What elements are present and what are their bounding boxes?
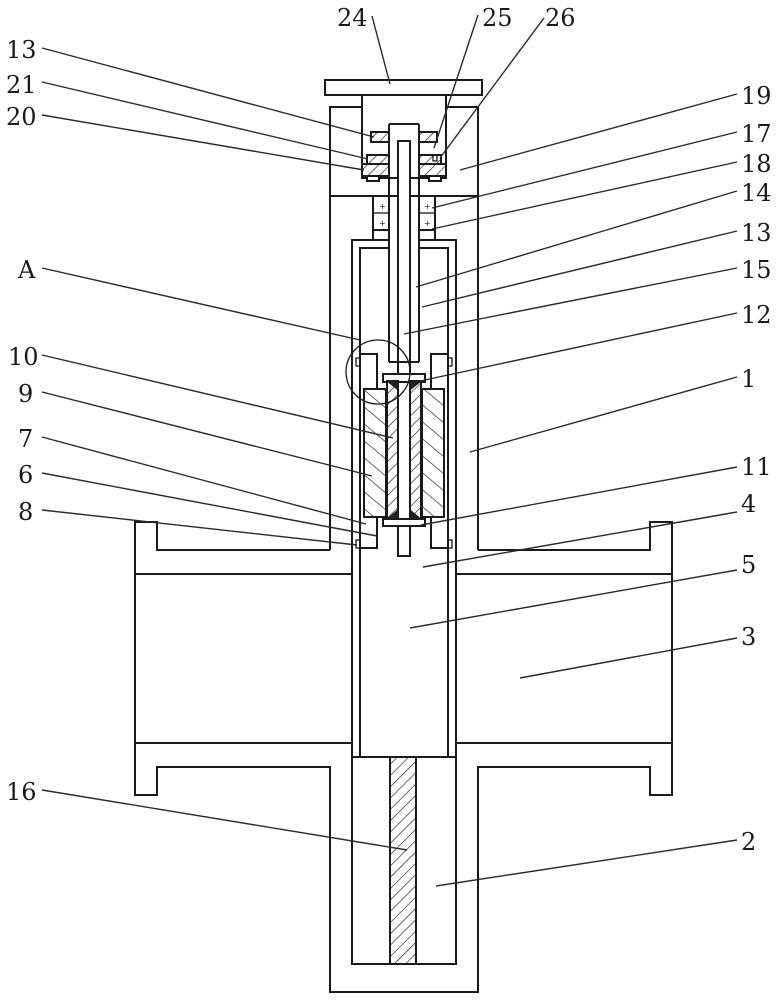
label-3: 3 (741, 623, 756, 651)
label-a: A (17, 256, 36, 284)
svg-text:+: + (379, 219, 386, 228)
detail-circle-a (345, 339, 411, 405)
label-5: 5 (741, 551, 756, 579)
label-2: 2 (741, 828, 756, 856)
label-11: 11 (741, 453, 772, 481)
label-9: 9 (18, 380, 33, 408)
label-15: 15 (741, 256, 772, 284)
top-cap (324, 79, 483, 96)
svg-text:+: + (424, 219, 431, 228)
bearing-assembly (361, 131, 447, 182)
label-1: 1 (741, 365, 756, 393)
label-6: 6 (18, 461, 33, 489)
magnet-blocks: + + + + (372, 195, 436, 240)
label-12: 12 (741, 301, 772, 329)
coil-assembly (363, 373, 445, 527)
spring-rod (389, 756, 417, 965)
svg-text:+: + (379, 202, 386, 211)
label-8: 8 (18, 498, 33, 526)
leader-lines (41, 14, 738, 887)
label-26: 26 (545, 4, 576, 32)
callout-labels: 24 25 26 13 21 20 19 17 18 14 13 15 12 1… (6, 4, 772, 856)
label-24: 24 (337, 4, 368, 32)
label-25: 25 (482, 4, 513, 32)
label-13-right: 13 (741, 219, 772, 247)
label-19: 19 (741, 82, 772, 110)
label-18: 18 (741, 150, 772, 178)
label-20: 20 (6, 103, 37, 131)
label-10: 10 (8, 343, 39, 371)
shaft-tube (388, 123, 420, 557)
label-21: 21 (6, 71, 37, 99)
svg-text:+: + (424, 202, 431, 211)
label-7: 7 (18, 425, 33, 453)
label-4: 4 (741, 490, 756, 518)
label-13-top: 13 (6, 36, 37, 64)
label-16: 16 (6, 778, 37, 806)
label-17: 17 (741, 120, 772, 148)
label-14: 14 (741, 179, 772, 207)
